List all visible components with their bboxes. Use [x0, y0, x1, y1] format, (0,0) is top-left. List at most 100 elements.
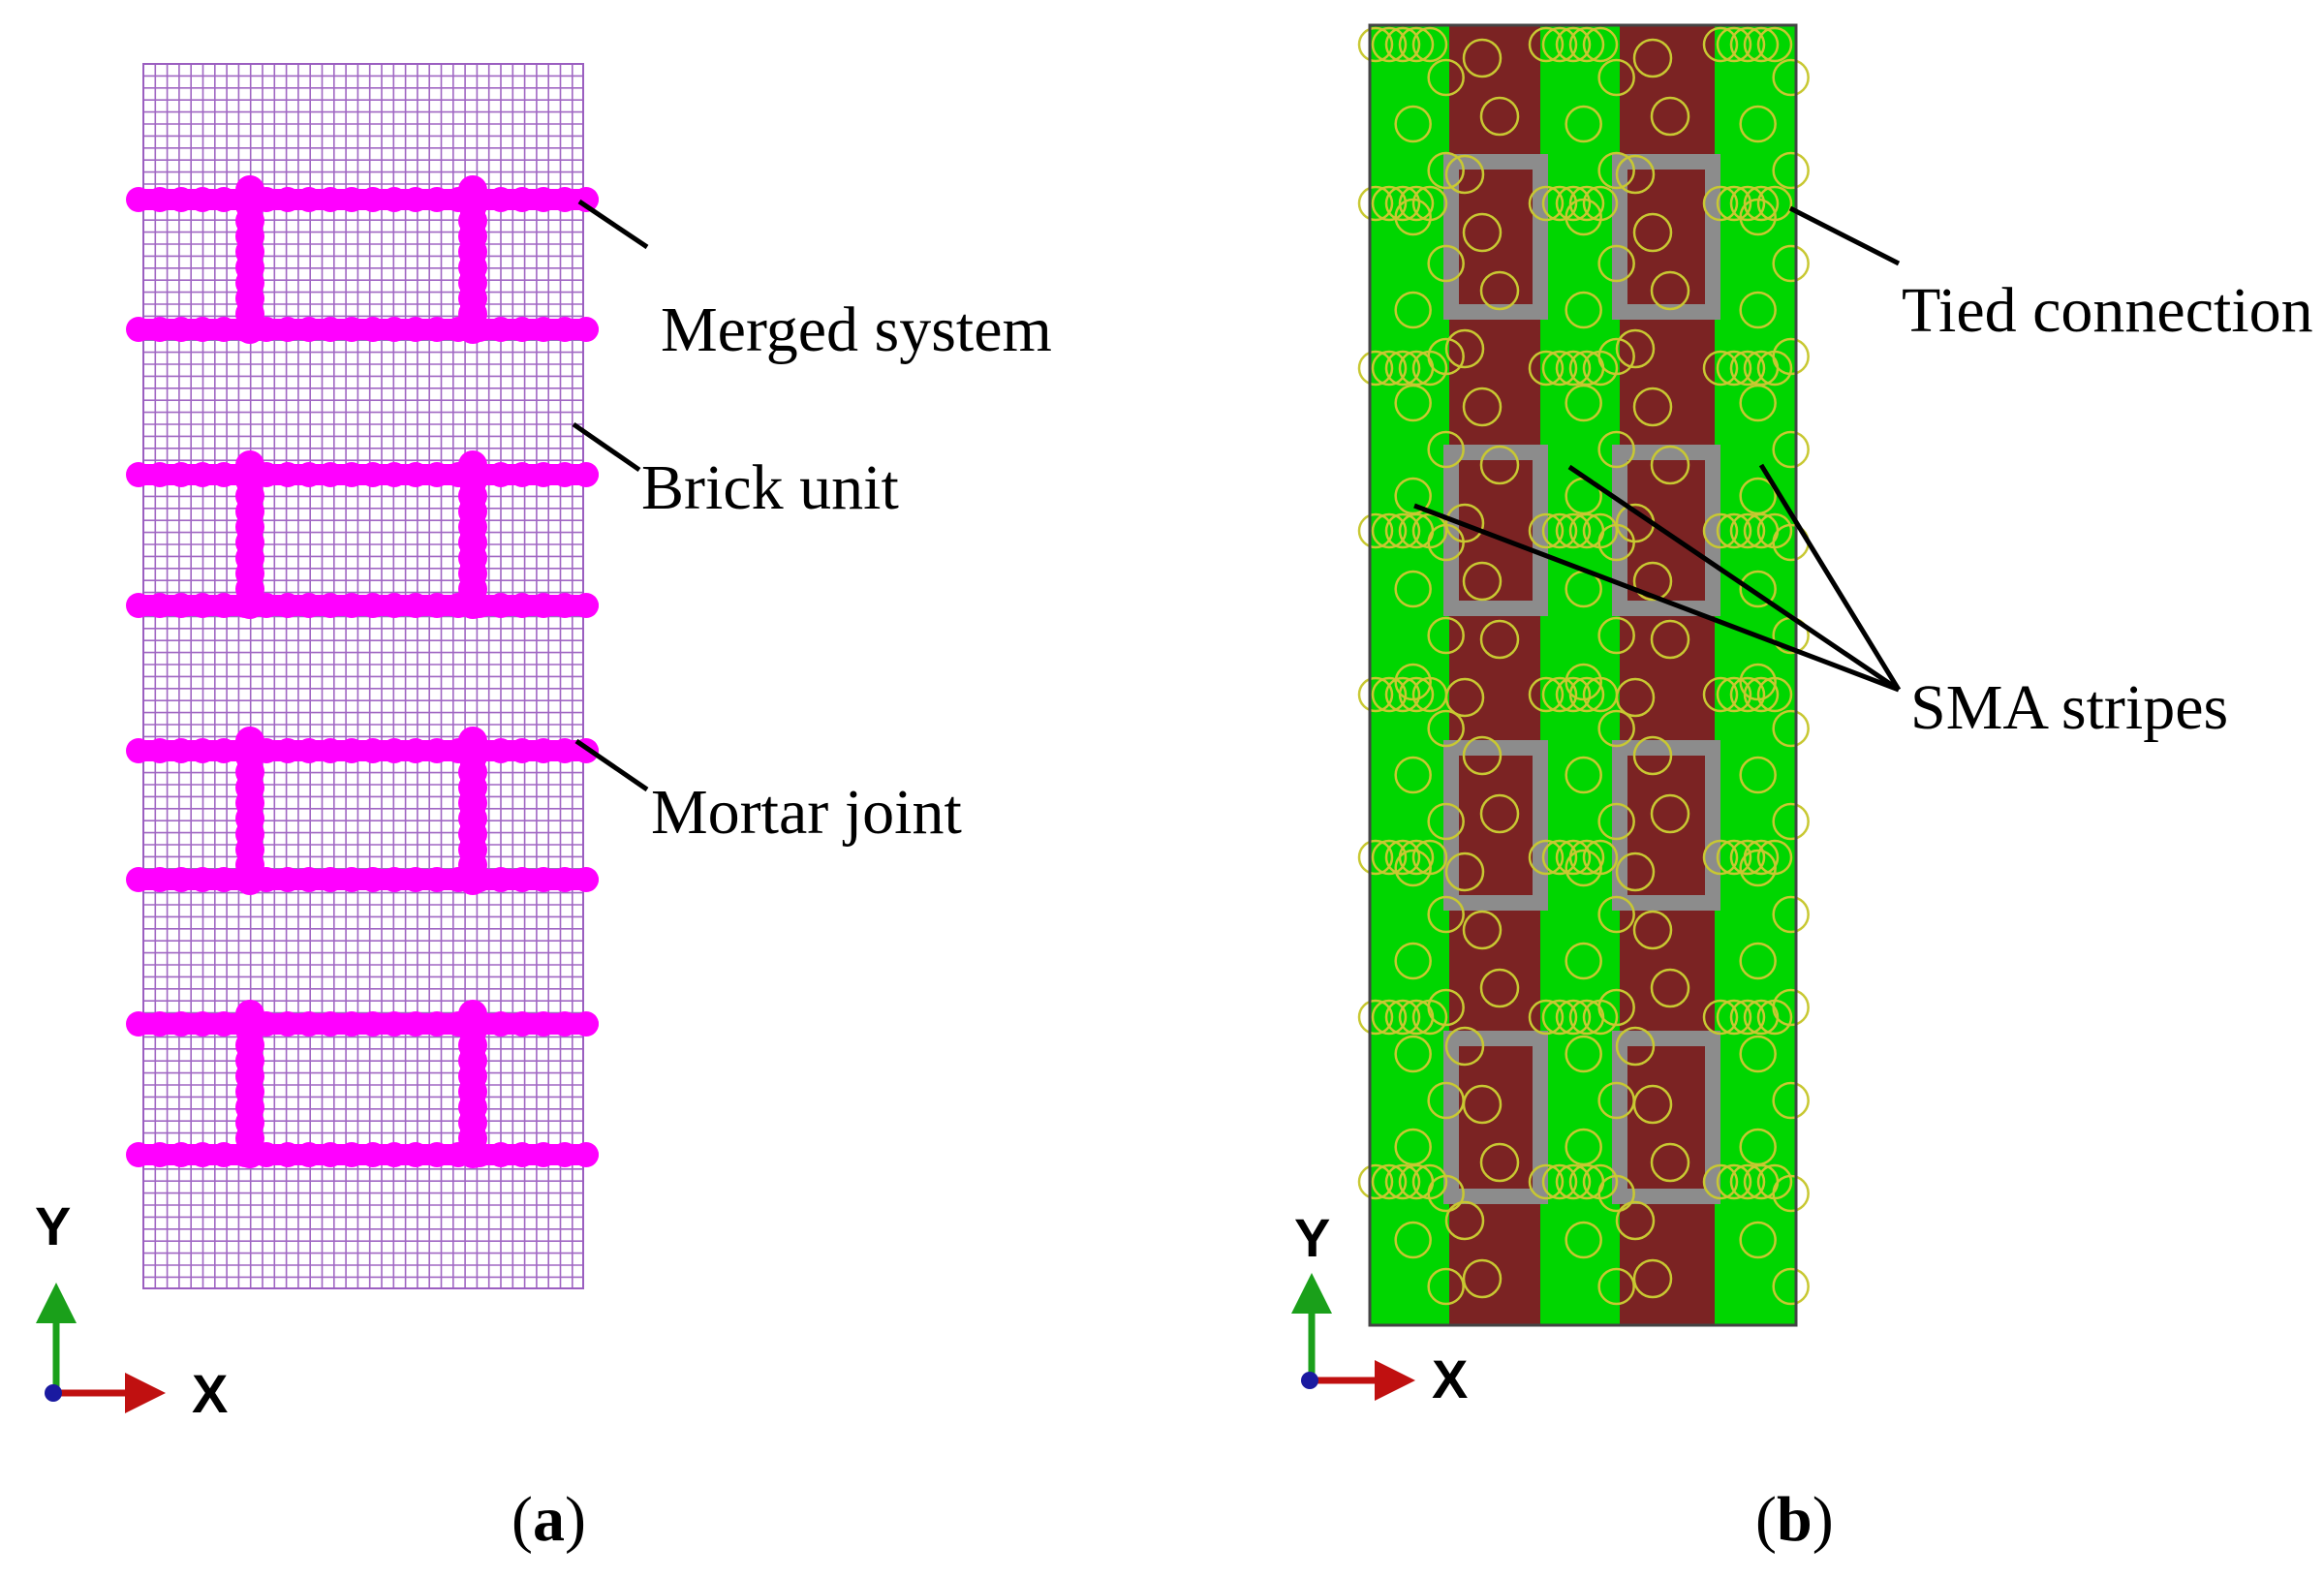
mortar-frame	[1612, 740, 1720, 911]
joint-node	[169, 317, 194, 342]
joint-node	[318, 1011, 343, 1037]
tie-marker	[1357, 999, 1394, 1036]
panel-b: Tied connection SMA stripes Y X (b)	[1291, 23, 2313, 1555]
joint-node	[510, 738, 535, 763]
joint-node	[275, 462, 300, 487]
joint-node	[552, 738, 577, 763]
joint-node	[573, 867, 599, 892]
sma-stripe	[1370, 25, 1449, 1325]
joint-node	[275, 867, 300, 892]
tie-marker	[1444, 328, 1485, 369]
tie-marker	[1702, 839, 1739, 876]
tie-marker	[1462, 1084, 1503, 1125]
tie-marker	[1541, 1163, 1578, 1200]
sma-stripe	[1540, 25, 1620, 1325]
joint-node	[424, 593, 449, 618]
joint-node	[382, 1011, 407, 1037]
joint-node	[573, 187, 599, 212]
joint-node	[190, 462, 215, 487]
joint-node	[403, 317, 428, 342]
tie-marker	[1729, 512, 1766, 549]
tie-marker	[1632, 1258, 1673, 1299]
tie-marker	[1739, 477, 1777, 515]
tie-marker	[1555, 512, 1592, 549]
joint-node	[382, 317, 407, 342]
tie-marker	[1371, 185, 1408, 222]
joint-node	[190, 317, 215, 342]
label-mortar-joint: Mortar joint	[651, 777, 962, 848]
tie-marker	[1702, 1163, 1739, 1200]
tie-marker	[1427, 1267, 1465, 1306]
joint-node	[552, 867, 577, 892]
label-merged-system: Merged system	[661, 294, 1052, 365]
tie-marker	[1632, 38, 1673, 78]
tie-marker	[1597, 709, 1635, 748]
joint-node	[211, 738, 236, 763]
tie-marker	[1702, 185, 1739, 222]
joint-node	[232, 462, 258, 487]
tie-marker	[1597, 988, 1635, 1027]
tie-marker	[1357, 1163, 1394, 1200]
tie-marker	[1729, 839, 1766, 876]
tie-marker	[1479, 96, 1520, 137]
tie-marker	[1716, 512, 1752, 549]
joint-node	[254, 462, 279, 487]
joint-node	[190, 1011, 215, 1037]
tie-marker	[1716, 350, 1752, 387]
joint-node	[424, 867, 449, 892]
joint-node	[382, 1142, 407, 1167]
tie-marker	[1772, 895, 1810, 934]
joint-node	[360, 317, 386, 342]
tie-marker	[1729, 26, 1766, 63]
tie-marker	[1702, 512, 1739, 549]
joint-node	[573, 462, 599, 487]
joint-node	[467, 317, 492, 342]
joint-node	[232, 1011, 258, 1037]
joint-node	[339, 317, 364, 342]
tie-marker	[1729, 185, 1766, 222]
tie-marker	[1716, 26, 1752, 63]
tie-marker	[1479, 619, 1520, 660]
joint-node	[510, 1142, 535, 1167]
tie-marker	[1555, 185, 1592, 222]
tie-marker	[1541, 26, 1578, 63]
caption-a: (a)	[511, 1484, 586, 1555]
tie-marker	[1444, 154, 1485, 195]
tie-marker	[1479, 793, 1520, 834]
tie-marker	[1528, 999, 1565, 1036]
joint-node	[211, 1011, 236, 1037]
tie-marker	[1615, 328, 1656, 369]
leader-sma-stripe-3	[1758, 463, 1902, 692]
joint-node	[360, 187, 386, 212]
z-axis-origin	[45, 1384, 62, 1402]
tie-marker	[1427, 988, 1465, 1027]
joint-node	[190, 867, 215, 892]
tie-marker	[1615, 1026, 1656, 1067]
tie-marker	[1398, 185, 1435, 222]
tie-marker	[1743, 26, 1780, 63]
tie-marker	[1394, 663, 1432, 701]
joint-node	[318, 593, 343, 618]
joint-node	[275, 187, 300, 212]
tie-marker	[1444, 503, 1485, 543]
tie-marker	[1772, 988, 1810, 1027]
tie-marker	[1743, 185, 1780, 222]
joint-node	[382, 867, 407, 892]
tie-marker	[1357, 350, 1394, 387]
joint-node	[190, 738, 215, 763]
joint-node	[510, 462, 535, 487]
label-sma-stripes: SMA stripes	[1910, 672, 2228, 743]
tie-marker	[1615, 1200, 1656, 1241]
tie-marker	[1394, 291, 1432, 329]
tie-marker	[1756, 26, 1793, 63]
tie-marker	[1394, 570, 1432, 608]
tie-marker	[1597, 244, 1635, 283]
joint-node	[573, 1142, 599, 1167]
tie-marker	[1398, 26, 1435, 63]
joint-node	[403, 593, 428, 618]
axis-triad-a: Y X	[35, 1195, 228, 1424]
tie-marker	[1650, 619, 1690, 660]
joint-node	[296, 317, 322, 342]
joint-node	[232, 738, 258, 763]
tie-marker	[1702, 999, 1739, 1036]
